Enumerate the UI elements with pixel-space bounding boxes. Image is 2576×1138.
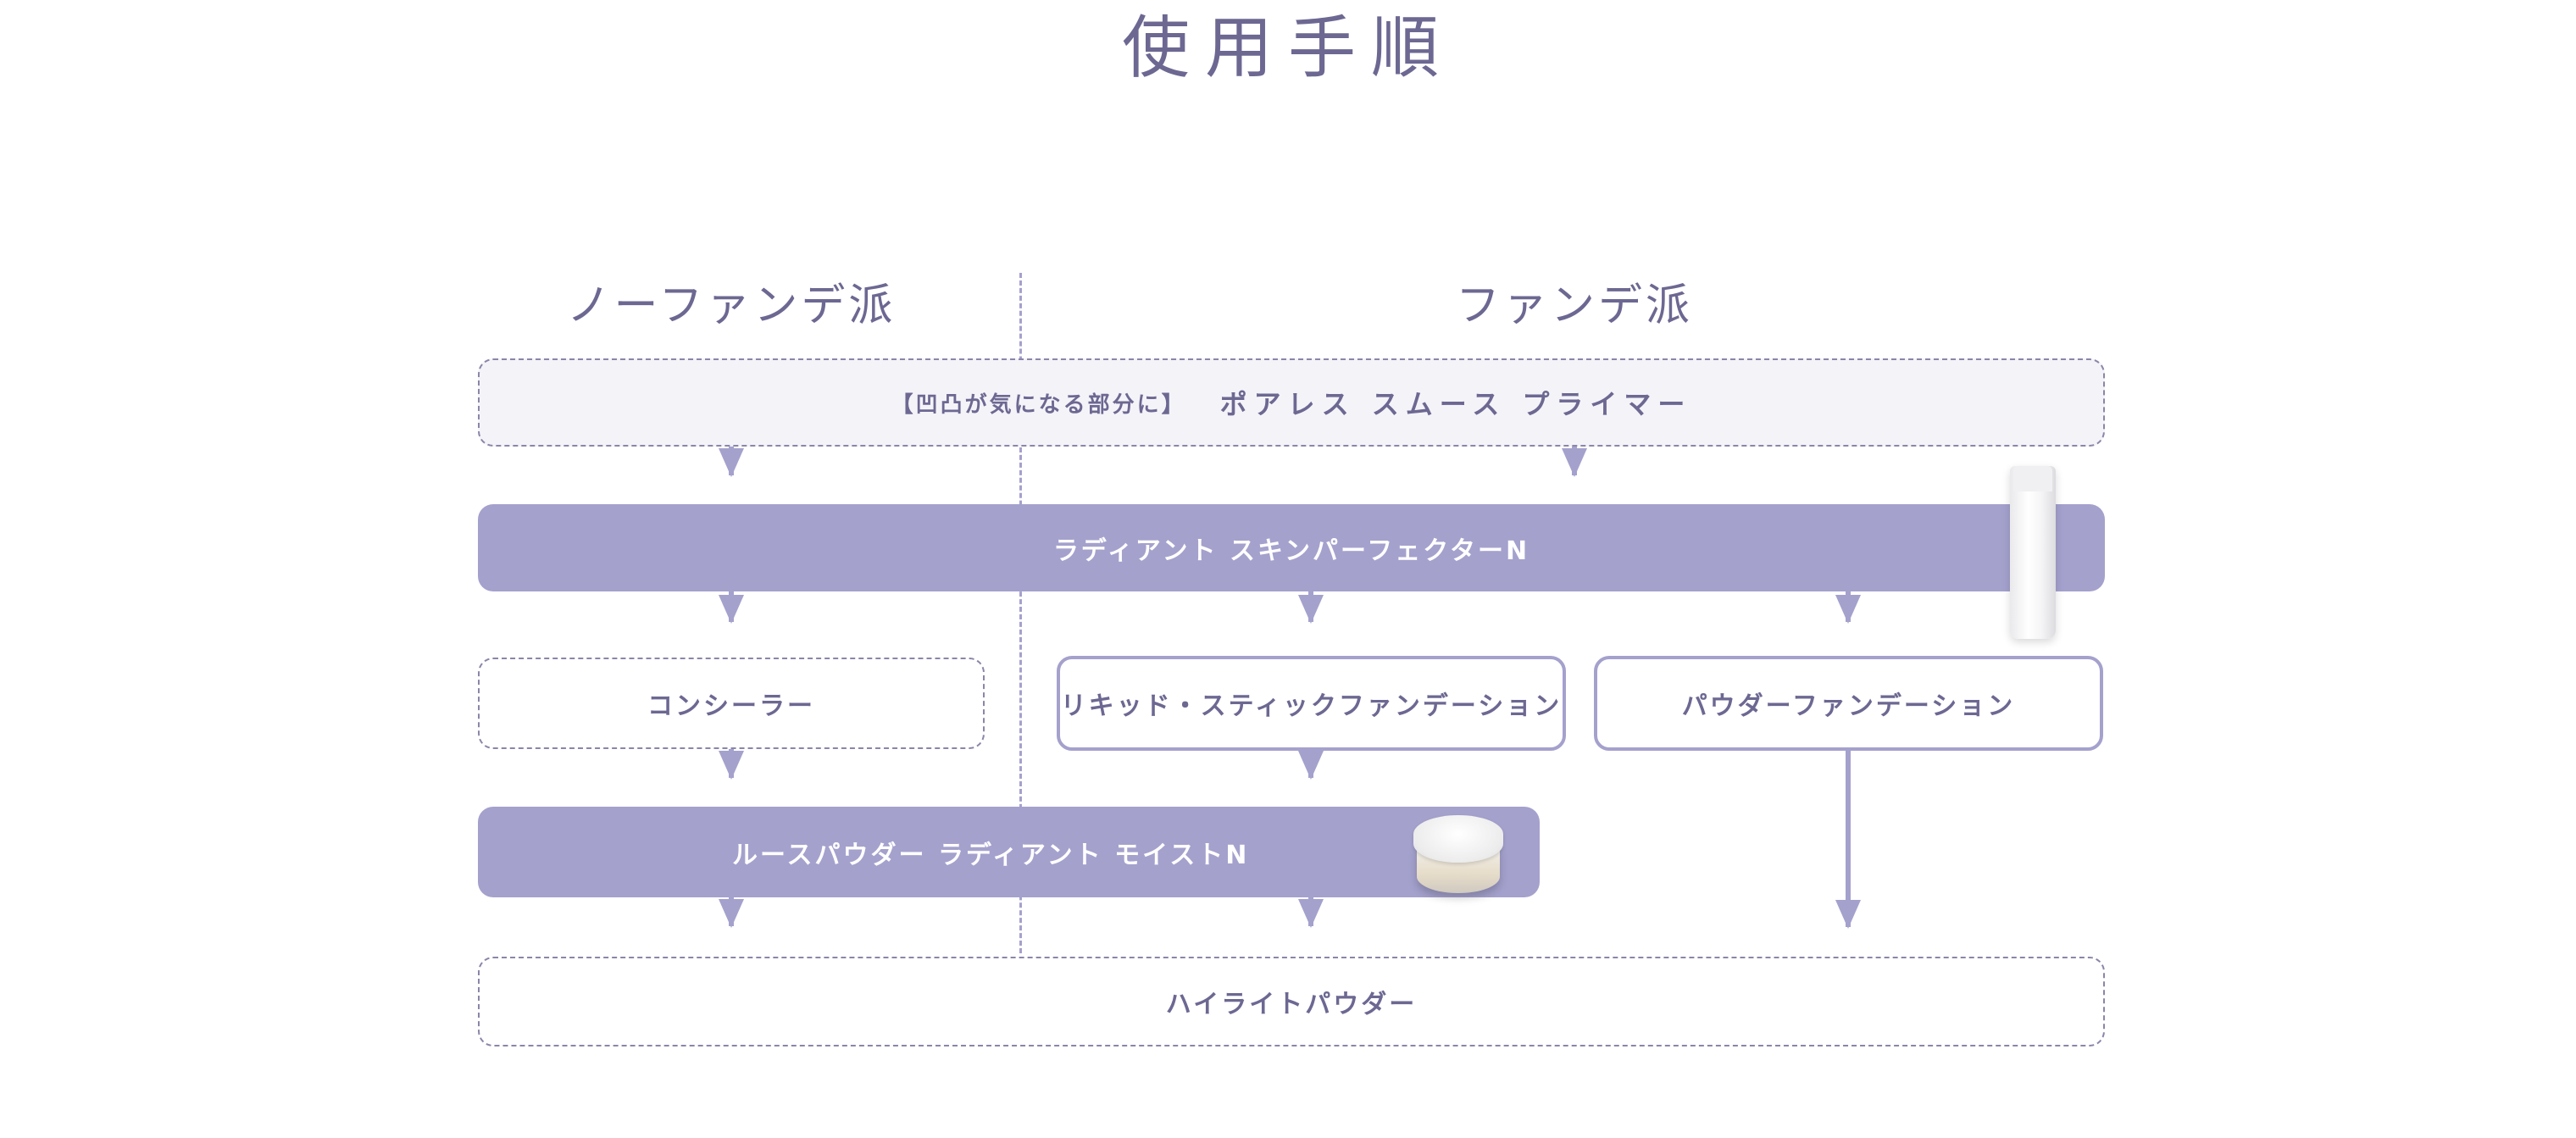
column-divider	[1019, 273, 1022, 953]
step-powder-foundation: パウダーファンデーション	[1594, 656, 2103, 751]
primer-note: 【凹凸が気になる部分に】	[891, 391, 1186, 418]
step-primer: 【凹凸が気になる部分に】 ポアレス スムース プライマー	[478, 358, 2105, 447]
arrow-down-icon	[719, 749, 744, 780]
loose-powder-label: ルースパウダー ラディアント モイストN	[732, 840, 1250, 870]
primer-label: ポアレス スムース プライマー	[1219, 388, 1692, 420]
skin-perfecter-label: ラディアント スキンパーフェクターN	[1052, 536, 1530, 566]
step-highlight: ハイライトパウダー	[478, 957, 2105, 1046]
arrow-down-icon	[1298, 897, 1324, 928]
arrow-down-icon	[719, 447, 744, 477]
powder-foundation-label: パウダーファンデーション	[1681, 691, 2016, 721]
concealer-label: コンシーラー	[647, 691, 815, 721]
arrow-down-icon	[719, 591, 744, 624]
product-jar-image	[1413, 815, 1503, 900]
product-tube-image	[2010, 466, 2056, 639]
arrow-down-icon	[1298, 591, 1324, 624]
arrow-down-icon	[1835, 591, 1861, 624]
arrow-down-icon	[1298, 751, 1324, 780]
step-skin-perfecter: ラディアント スキンパーフェクターN	[478, 504, 2105, 591]
liquid-foundation-label: リキッド・スティックファンデーション	[1060, 691, 1563, 721]
column-header-no-foundation: ノーファンデ派	[566, 280, 897, 331]
arrow-down-icon	[1562, 447, 1587, 477]
step-liquid-foundation: リキッド・スティックファンデーション	[1057, 656, 1566, 751]
arrow-down-icon	[1835, 751, 1861, 929]
column-header-foundation: ファンデ派	[1455, 280, 1693, 331]
arrow-down-icon	[719, 897, 744, 928]
page-title: 使用手順	[1122, 8, 1454, 87]
highlight-label: ハイライトパウダー	[1165, 990, 1418, 1019]
step-concealer: コンシーラー	[478, 658, 985, 749]
step-loose-powder: ルースパウダー ラディアント モイストN	[478, 807, 1540, 897]
